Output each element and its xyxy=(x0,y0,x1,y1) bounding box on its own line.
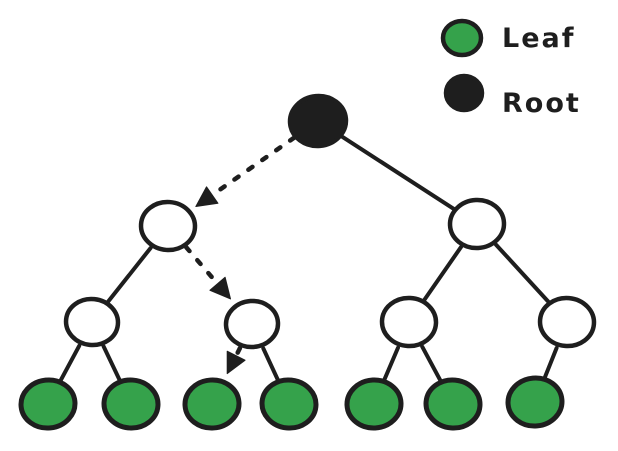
tree-edge-solid xyxy=(58,343,82,384)
tree-node-leaf xyxy=(182,377,242,431)
legend-leaf-label: Leaf xyxy=(502,23,575,54)
tree-node-internal xyxy=(447,197,507,251)
tree-node-internal xyxy=(63,296,121,348)
tree-node-internal xyxy=(138,199,198,253)
tree-node-leaf xyxy=(101,377,161,431)
tree-node-leaf xyxy=(259,377,319,431)
legend-leaf-swatch xyxy=(440,18,484,58)
nodes-layer xyxy=(18,93,597,431)
arrowhead-icon xyxy=(209,276,232,300)
tree-node-leaf xyxy=(505,375,565,429)
tree-node-internal xyxy=(223,298,281,350)
tree-node-internal xyxy=(537,295,597,349)
tree-edge-solid xyxy=(105,245,153,305)
legend-root-swatch xyxy=(443,73,485,113)
edges-layer xyxy=(58,134,559,384)
tree-node-leaf xyxy=(423,377,483,431)
legend: Leaf Root xyxy=(440,18,581,119)
tree-node-leaf xyxy=(344,377,404,431)
tree-edge-dotted-arrow xyxy=(231,345,243,364)
arrowhead-icon xyxy=(195,186,219,208)
tree-edge-solid xyxy=(493,242,552,305)
tree-edge-solid xyxy=(382,345,401,383)
tree-edge-solid xyxy=(421,245,464,303)
tree-edge-dotted-arrow xyxy=(205,135,297,201)
tree-node-leaf xyxy=(18,377,78,431)
tree-edge-solid xyxy=(340,134,458,212)
tree-edge-dotted-arrow xyxy=(183,245,224,291)
legend-root-label: Root xyxy=(502,88,581,119)
tree-edge-solid xyxy=(261,346,281,383)
tree-node-internal xyxy=(379,295,439,349)
tree-edge-solid xyxy=(420,344,443,384)
tree-edge-solid xyxy=(542,345,559,380)
tree-node-root xyxy=(287,93,349,149)
arrowhead-icon xyxy=(226,350,246,375)
tree-edge-solid xyxy=(101,344,122,383)
